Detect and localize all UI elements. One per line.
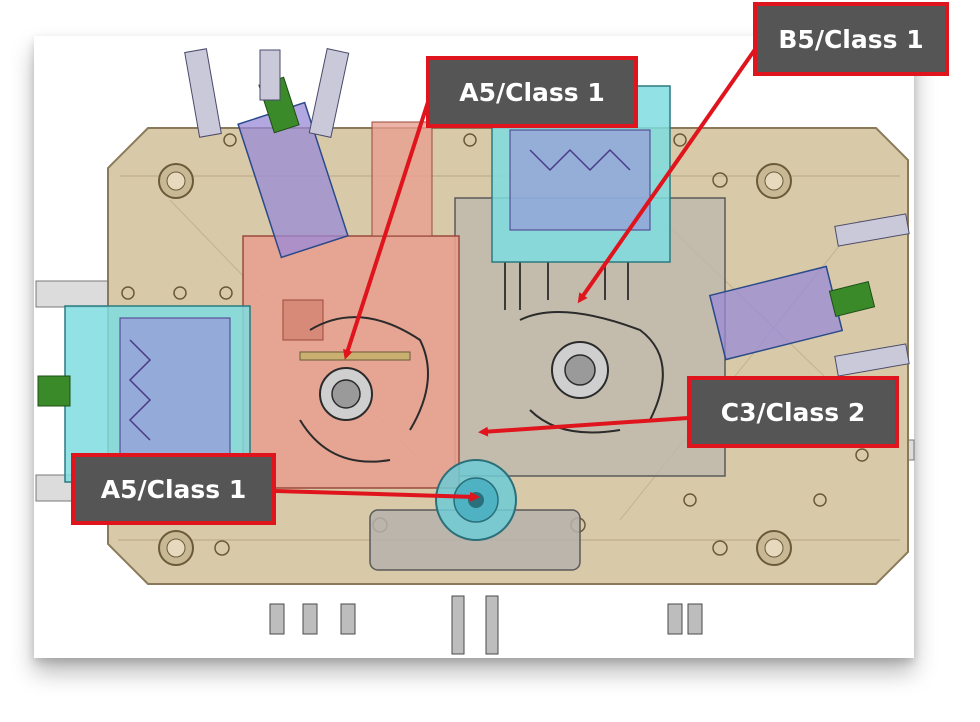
cavity-block-a5 <box>242 121 460 489</box>
arrow-a5-top <box>343 101 430 360</box>
callout-c3-label: C3/Class 2 <box>720 397 866 427</box>
callout-a5-bottom: A5/Class 1 <box>71 453 276 525</box>
callout-b5: B5/Class 1 <box>753 2 949 76</box>
guide-pillar-top-right <box>756 163 792 199</box>
cavity-block-b5 <box>504 262 664 434</box>
sprue-bushing <box>435 459 517 541</box>
guide-pillar-top-left <box>158 163 194 199</box>
arrow-b5 <box>577 46 758 304</box>
hydraulic-cylinder-top-left <box>184 48 350 259</box>
guide-pillar-bottom-left <box>158 530 194 566</box>
callout-c3: C3/Class 2 <box>687 376 899 448</box>
slide-left <box>37 305 251 483</box>
water-connectors-bottom <box>269 595 703 655</box>
callout-a5-bottom-label: A5/Class 1 <box>100 474 247 504</box>
callout-arrows <box>275 46 758 502</box>
arrow-a5-bottom <box>275 489 480 502</box>
hydraulic-cylinder-right <box>708 213 910 377</box>
callout-a5-top-label: A5/Class 1 <box>459 77 605 107</box>
arrow-c3 <box>478 416 689 437</box>
callout-b5-label: B5/Class 1 <box>778 24 924 54</box>
callout-a5-top: A5/Class 1 <box>426 56 638 128</box>
guide-pillar-bottom-right <box>756 530 792 566</box>
